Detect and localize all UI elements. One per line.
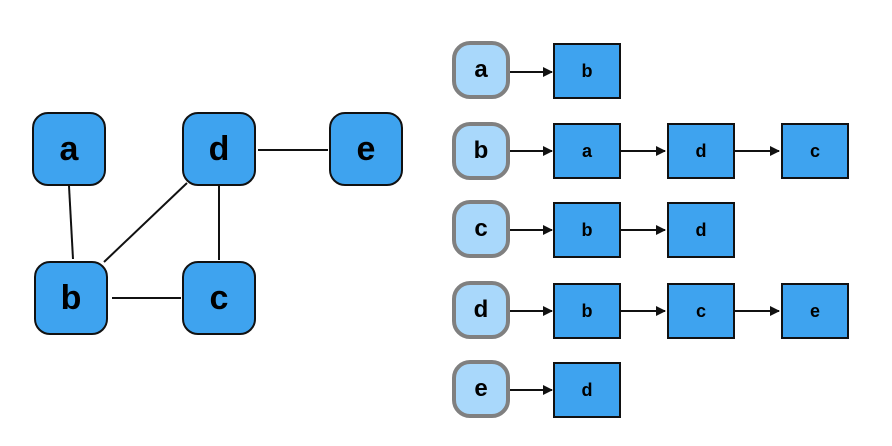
list-head-b: b: [452, 122, 510, 180]
list-node: d: [667, 123, 735, 179]
list-head-e: e: [452, 360, 510, 418]
graph-node-e: e: [329, 112, 403, 186]
list-node: d: [667, 202, 735, 258]
list-node: c: [667, 283, 735, 339]
graph-node-b: b: [34, 261, 108, 335]
list-head-d: d: [452, 281, 510, 339]
list-arrows: [510, 67, 780, 395]
edge-a-b: [68, 185, 74, 260]
list-node: e: [781, 283, 849, 339]
edge-b-d: [103, 182, 188, 263]
list-node: b: [553, 283, 621, 339]
graph-node-d: d: [182, 112, 256, 186]
list-head-a: a: [452, 41, 510, 99]
list-node: b: [553, 43, 621, 99]
list-head-c: c: [452, 200, 510, 258]
list-node: b: [553, 202, 621, 258]
list-node: a: [553, 123, 621, 179]
graph-node-c: c: [182, 261, 256, 335]
list-node: d: [553, 362, 621, 418]
graph-node-a: a: [32, 112, 106, 186]
list-node: c: [781, 123, 849, 179]
